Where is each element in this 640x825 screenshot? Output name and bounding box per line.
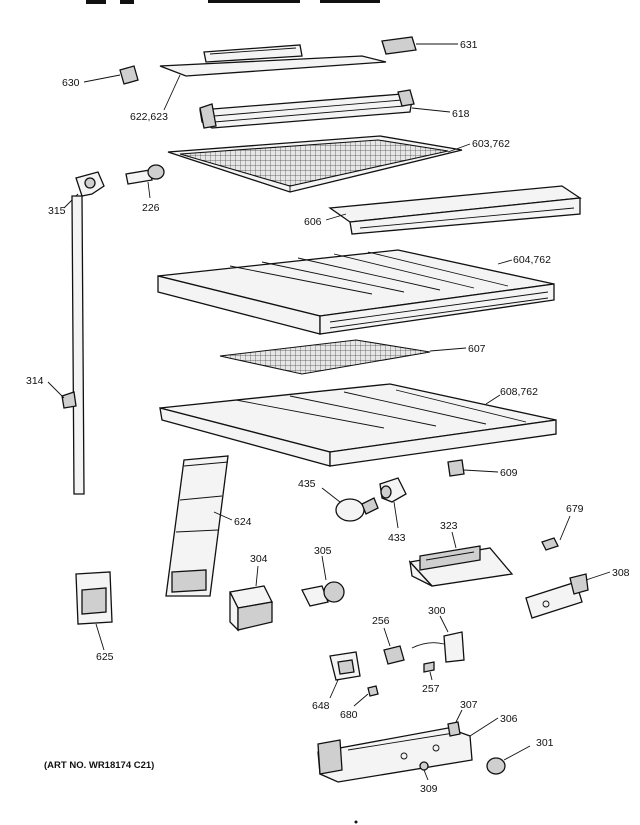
part-622-623-top-cover: [159, 44, 387, 111]
label-631: 631: [460, 39, 478, 51]
label-603-762: 603,762: [472, 138, 510, 150]
label-680: 680: [340, 709, 358, 721]
label-624: 624: [234, 516, 252, 528]
label-314: 314: [26, 375, 44, 387]
part-323-housing: [408, 531, 514, 587]
label-300: 300: [428, 605, 446, 617]
part-648-light-control: [329, 651, 361, 699]
label-648: 648: [312, 700, 330, 712]
part-226-cap: [125, 164, 165, 199]
part-680-screw: [353, 685, 379, 707]
part-308-bracket: [525, 571, 611, 619]
label-308: 308: [612, 567, 630, 579]
label-433: 433: [388, 532, 406, 544]
part-307-clip: [447, 709, 463, 737]
label-306: 306: [500, 713, 518, 725]
part-607-filter: [219, 339, 467, 375]
label-257: 257: [422, 683, 440, 695]
label-315: 315: [48, 205, 66, 217]
part-608-lower-pan: [159, 383, 557, 467]
label-679: 679: [566, 503, 584, 515]
label-309: 309: [420, 783, 438, 795]
label-304: 304: [250, 553, 268, 565]
part-631-cover: [381, 36, 458, 55]
part-304-relay-block: [229, 565, 273, 632]
label-604-762: 604,762: [513, 254, 551, 266]
part-301-knob: [486, 745, 531, 775]
part-618-rail: [199, 89, 451, 129]
part-305-gear-motor: [301, 555, 345, 607]
part-604-crisper-pan: [157, 249, 555, 335]
part-256-connector: [383, 627, 405, 665]
part-679-screw: [541, 515, 571, 551]
part-433-socket: [379, 477, 407, 529]
label-435: 435: [298, 478, 316, 490]
part-314-rod: [47, 195, 85, 495]
part-625-switch-box: [75, 571, 113, 651]
label-323: 323: [440, 520, 458, 532]
top-heading-fragment: [86, 0, 380, 4]
part-435-bulb: [321, 487, 379, 522]
label-608-762: 608,762: [500, 386, 538, 398]
part-624-baffle: [165, 455, 233, 597]
label-609: 609: [500, 467, 518, 479]
label-305: 305: [314, 545, 332, 557]
label-256: 256: [372, 615, 390, 627]
part-315-hinge: [63, 171, 105, 209]
part-257-screw: [423, 661, 435, 681]
art-number: (ART NO. WR18174 C21): [44, 760, 154, 771]
part-609-clip: [447, 459, 499, 477]
part-606-cover-frame: [325, 185, 582, 235]
part-300-thermostat: [411, 615, 465, 663]
part-306-control-housing: [317, 717, 499, 783]
part-309-screw: [419, 761, 429, 781]
label-607: 607: [468, 343, 486, 355]
label-606: 606: [304, 216, 322, 228]
label-630: 630: [62, 77, 80, 89]
label-226: 226: [142, 202, 160, 214]
part-603-glass-shelf: [167, 135, 471, 193]
label-301: 301: [536, 737, 554, 749]
part-630-bracket: [83, 65, 139, 85]
print-speck: [354, 820, 358, 824]
label-307: 307: [460, 699, 478, 711]
label-618: 618: [452, 108, 470, 120]
label-625: 625: [96, 651, 114, 663]
label-622-623: 622,623: [130, 111, 168, 123]
